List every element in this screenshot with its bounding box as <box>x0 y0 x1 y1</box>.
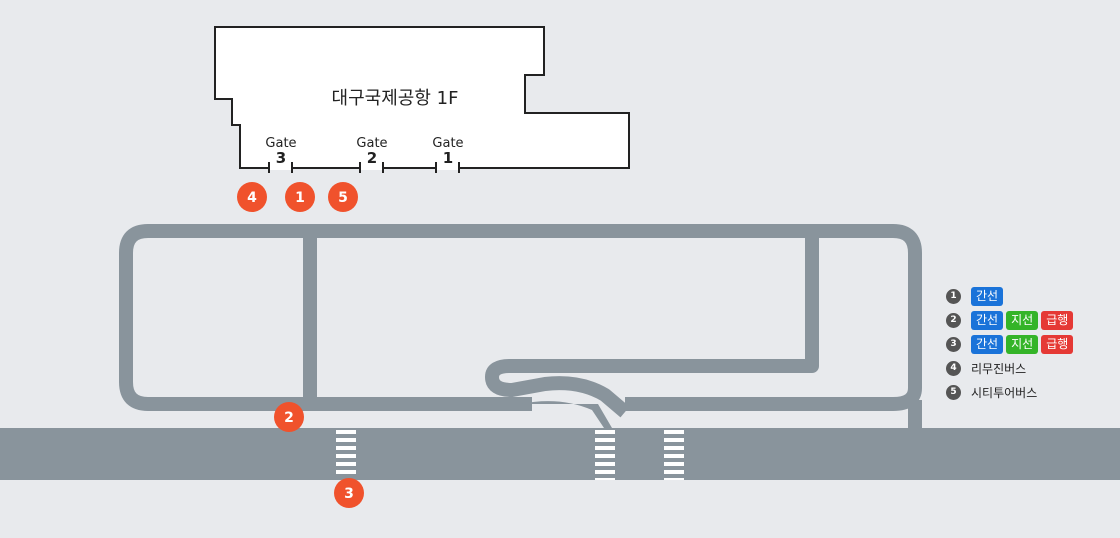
svg-text:1: 1 <box>295 190 305 206</box>
main-road <box>0 428 1120 480</box>
svg-text:Gate: Gate <box>265 136 296 151</box>
svg-text:5: 5 <box>338 190 348 206</box>
gate-3: Gate 3 <box>265 136 296 167</box>
gate-2: Gate 2 <box>356 136 387 167</box>
legend-row-2: 2 간선 지선 급행 <box>946 310 1116 330</box>
crosswalk <box>595 430 615 480</box>
tag-trunk: 간선 <box>971 286 1004 306</box>
bus-stop-marker-4[interactable]: 4 <box>237 182 267 212</box>
legend-number: 4 <box>946 360 961 376</box>
svg-text:Gate: Gate <box>356 136 387 151</box>
legend-row-5: 5 시티투어버스 <box>946 382 1116 402</box>
terminal-building <box>214 26 630 169</box>
legend-number: 5 <box>946 384 961 400</box>
tag-trunk: 간선 <box>971 334 1004 354</box>
bus-stop-marker-5[interactable]: 5 <box>328 182 358 212</box>
ramp <box>520 401 612 428</box>
gate-1: Gate 1 <box>432 136 463 167</box>
bus-legend: 1 간선 2 간선 지선 급행 3 간선 지선 급행 4 리무진버스 5 시티투… <box>946 286 1116 406</box>
svg-text:1: 1 <box>443 149 453 167</box>
legend-number: 2 <box>946 312 961 328</box>
svg-text:2: 2 <box>367 149 377 167</box>
crosswalk <box>664 430 684 480</box>
legend-number: 1 <box>946 288 961 304</box>
loop-road <box>119 224 922 430</box>
tag-branch: 지선 <box>1006 334 1039 354</box>
tag-trunk: 간선 <box>971 310 1004 330</box>
tag-express: 급행 <box>1041 310 1074 330</box>
legend-number: 3 <box>946 336 961 352</box>
legend-label-limousine-bus: 리무진버스 <box>971 361 1027 376</box>
svg-text:3: 3 <box>276 149 286 167</box>
svg-text:3: 3 <box>344 486 354 502</box>
legend-row-3: 3 간선 지선 급행 <box>946 334 1116 354</box>
tag-express: 급행 <box>1041 334 1074 354</box>
svg-text:2: 2 <box>284 410 294 426</box>
svg-text:Gate: Gate <box>432 136 463 151</box>
svg-text:4: 4 <box>247 190 257 206</box>
tag-branch: 지선 <box>1006 310 1039 330</box>
legend-row-4: 4 리무진버스 <box>946 358 1116 378</box>
bus-stop-marker-2[interactable]: 2 <box>274 402 304 432</box>
legend-label-city-tour-bus: 시티투어버스 <box>971 385 1038 400</box>
legend-row-1: 1 간선 <box>946 286 1116 306</box>
crosswalk <box>336 430 356 474</box>
bus-stop-marker-1[interactable]: 1 <box>285 182 315 212</box>
bus-stop-marker-3[interactable]: 3 <box>334 478 364 508</box>
terminal-title: 대구국제공항 1F <box>332 88 459 109</box>
